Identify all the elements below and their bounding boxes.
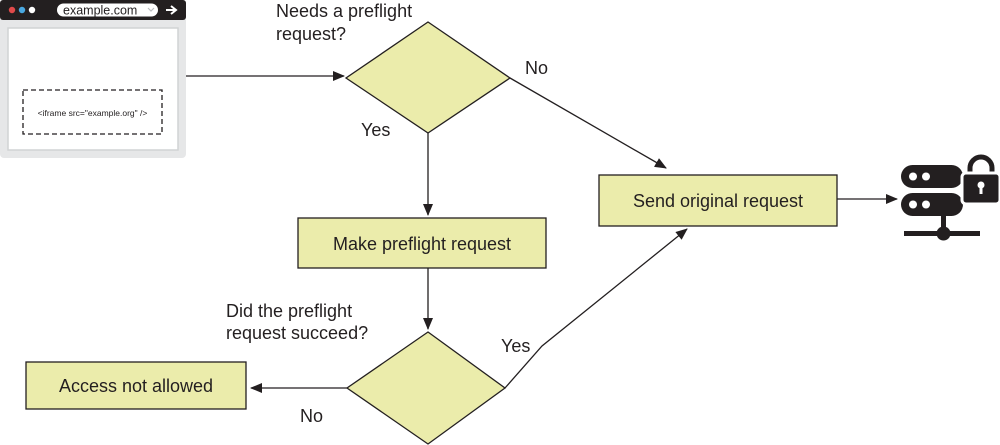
arrow-yes-to-send (504, 228, 688, 389)
decision-needs-preflight: Needs a preflight request? (276, 1, 512, 134)
make-preflight-request-label: Make preflight request (333, 234, 511, 254)
iframe-code: <iframe src="example.org" /> (38, 108, 148, 118)
access-not-allowed-box: Access not allowed (25, 361, 247, 410)
connectors (186, 71, 898, 393)
decision-question-line1: Did the preflight (226, 301, 352, 321)
minimize-dot-icon (18, 6, 26, 14)
make-preflight-request-box: Make preflight request (297, 217, 547, 269)
decision-diamond (345, 331, 507, 445)
address-url: example.com (63, 4, 137, 18)
maximize-dot-icon (28, 6, 36, 14)
branch-label-yes: Yes (361, 120, 390, 140)
close-dot-icon (8, 6, 16, 14)
iframe-outline (22, 89, 163, 135)
browser-window: example.com <iframe src="example.org" /> (0, 0, 186, 158)
decision-question-line1: Needs a preflight (276, 1, 412, 21)
branch-label-no: No (300, 406, 323, 426)
decision-question-line2: request? (276, 24, 346, 44)
address-bar[interactable] (57, 3, 158, 17)
browser-viewport (7, 27, 179, 151)
branch-label-yes: Yes (501, 336, 530, 356)
decision-preflight-succeeded: Did the preflight request succeed? (226, 301, 507, 445)
forward-arrow-icon[interactable] (166, 5, 178, 15)
decision-question-line2: request succeed? (226, 323, 368, 343)
decision-diamond (344, 21, 512, 134)
arrow-no-to-send (509, 77, 667, 169)
dropdown-icon (147, 7, 155, 12)
send-original-request-label: Send original request (633, 191, 803, 211)
send-original-request-box: Send original request (598, 174, 838, 227)
access-not-allowed-label: Access not allowed (59, 376, 213, 396)
branch-label-no: No (525, 58, 548, 78)
server-lock-icon (901, 151, 1000, 241)
